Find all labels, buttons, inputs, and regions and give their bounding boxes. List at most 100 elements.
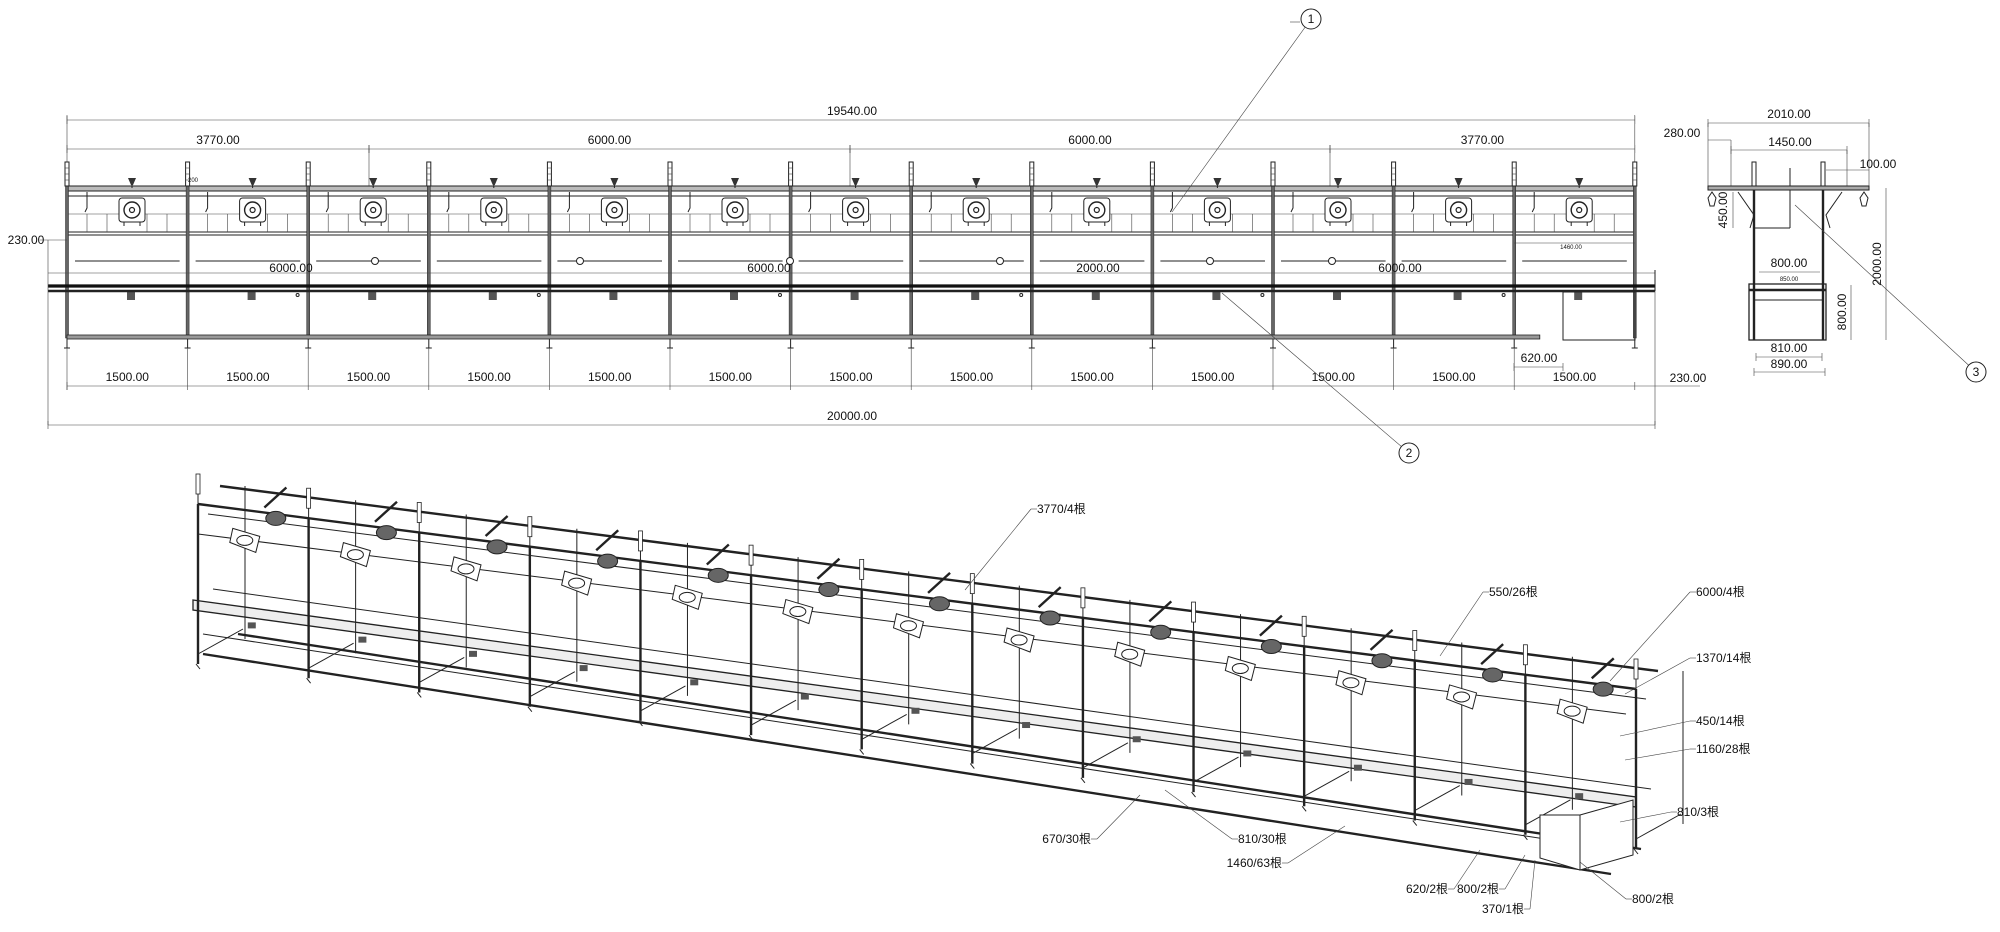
iso-motor-icon	[1335, 670, 1367, 696]
iso-motor-hub	[1453, 691, 1471, 703]
center-marker	[786, 257, 794, 265]
side-top-rail	[1707, 185, 1870, 191]
iso-foot	[1080, 777, 1086, 784]
fastener	[1260, 293, 1265, 297]
dim-lamp-offset-label: 100.00	[1860, 157, 1897, 171]
dim-end-bay-label: 620.00	[1521, 351, 1558, 365]
socket-box	[1091, 292, 1100, 300]
iso-signal-lamp-icon	[1080, 587, 1086, 609]
iso-arm-bracket	[263, 486, 288, 509]
iso-socket-box	[579, 665, 588, 672]
motor-hub	[128, 206, 136, 214]
dim-table-height-label: 800.00	[1835, 293, 1849, 330]
part-label-p1460: 1460/63根	[1227, 856, 1282, 870]
dim-bay-label: 1500.00	[1432, 370, 1476, 384]
dim-mid-segment-label: 6000.00	[269, 261, 313, 275]
iso-arm-bracket	[595, 529, 620, 552]
iso-rear-motor	[1482, 667, 1504, 683]
iso-signal-lamp-icon	[638, 530, 643, 552]
dim-mid-segment-label: 2000.00	[1076, 261, 1120, 275]
iso-base-crossbar	[861, 713, 907, 740]
iso-end-cabinet-front	[1539, 814, 1581, 871]
column-post	[1512, 185, 1516, 339]
iso-motor-hub	[1231, 662, 1249, 674]
iso-foot	[859, 749, 865, 755]
part-leader	[1624, 748, 1691, 761]
cable-drop	[325, 192, 329, 213]
socket-box	[1453, 292, 1462, 300]
iso-motor-hub	[236, 534, 254, 546]
part-leader	[1453, 849, 1481, 890]
tool-hanger-icon	[248, 178, 257, 185]
part-leader	[1504, 854, 1526, 890]
cable-drop	[687, 192, 691, 213]
iso-foot	[1412, 820, 1418, 826]
part-leader	[1619, 811, 1672, 823]
dim-top-segment-label: 3770.00	[196, 133, 240, 147]
fastener	[536, 293, 541, 297]
lower-rail	[66, 334, 1541, 340]
iso-socket-box	[800, 693, 809, 700]
part-leader	[1529, 859, 1536, 910]
column-post	[65, 185, 69, 339]
dim-mid-segment-label: 6000.00	[747, 261, 791, 275]
fastener	[1019, 293, 1024, 297]
cable-drop	[566, 192, 570, 213]
iso-rear-motor	[1039, 610, 1061, 626]
center-marker	[1328, 257, 1336, 265]
iso-arm-bracket	[927, 572, 951, 594]
iso-end-cabinet-side	[1579, 799, 1634, 871]
column-post	[909, 185, 913, 339]
part-leader	[1609, 591, 1691, 682]
motor-hub	[1455, 206, 1462, 214]
iso-arm-bracket	[1259, 614, 1283, 637]
motor-hub	[1214, 206, 1221, 214]
dim-bay-label: 1500.00	[950, 370, 994, 384]
iso-base-crossbar	[197, 628, 244, 655]
callout-leader	[1171, 18, 1312, 213]
dim-table-width-label: 800.00	[1771, 256, 1808, 270]
side-table-frame	[1748, 283, 1827, 341]
iso-arm-bracket	[1590, 657, 1615, 680]
dim-bay-label: 1500.00	[1070, 370, 1114, 384]
iso-rear-motor	[265, 510, 287, 526]
dim-top-segment-label: 6000.00	[1068, 133, 1112, 147]
tool-hanger-icon	[972, 178, 981, 185]
iso-motor-hub	[1121, 648, 1139, 660]
part-label-p550: 550/26根	[1489, 585, 1538, 599]
part-label-p620: 620/2根	[1406, 882, 1448, 896]
fastener	[295, 293, 300, 297]
cable-drop	[1531, 192, 1535, 213]
iso-base-crossbar	[418, 657, 465, 683]
iso-motor-hub	[346, 549, 364, 561]
dim-bay-label: 1500.00	[347, 370, 391, 384]
iso-socket-box	[1132, 736, 1141, 743]
cable-drop	[205, 192, 209, 213]
iso-motor-icon	[450, 556, 482, 582]
iso-foot	[748, 734, 754, 741]
iso-socket-box	[1575, 793, 1584, 800]
socket-box	[730, 292, 738, 300]
motor-hub	[973, 206, 980, 214]
cable-drop	[1169, 192, 1173, 213]
iso-signal-lamp-icon	[195, 473, 201, 495]
fastener	[778, 293, 782, 297]
iso-motor-hub	[789, 606, 807, 618]
iso-rear-motor	[818, 582, 840, 598]
iso-arm-bracket	[1148, 600, 1173, 623]
iso-socket-box	[358, 636, 367, 643]
iso-socket-box	[469, 650, 478, 657]
motor-hub	[1334, 206, 1342, 214]
iso-motor-icon	[561, 570, 593, 596]
iso-motor-icon	[1114, 641, 1146, 667]
iso-base-mid	[202, 633, 1612, 850]
cable-drop	[808, 192, 812, 213]
column-post	[185, 185, 190, 339]
tool-hanger-icon	[1859, 191, 1869, 207]
iso-socket-box	[1243, 750, 1252, 757]
part-label-p370: 370/1根	[1482, 902, 1524, 916]
iso-arm-bracket	[706, 543, 730, 566]
socket-box	[247, 292, 256, 300]
column-post	[1150, 185, 1155, 339]
